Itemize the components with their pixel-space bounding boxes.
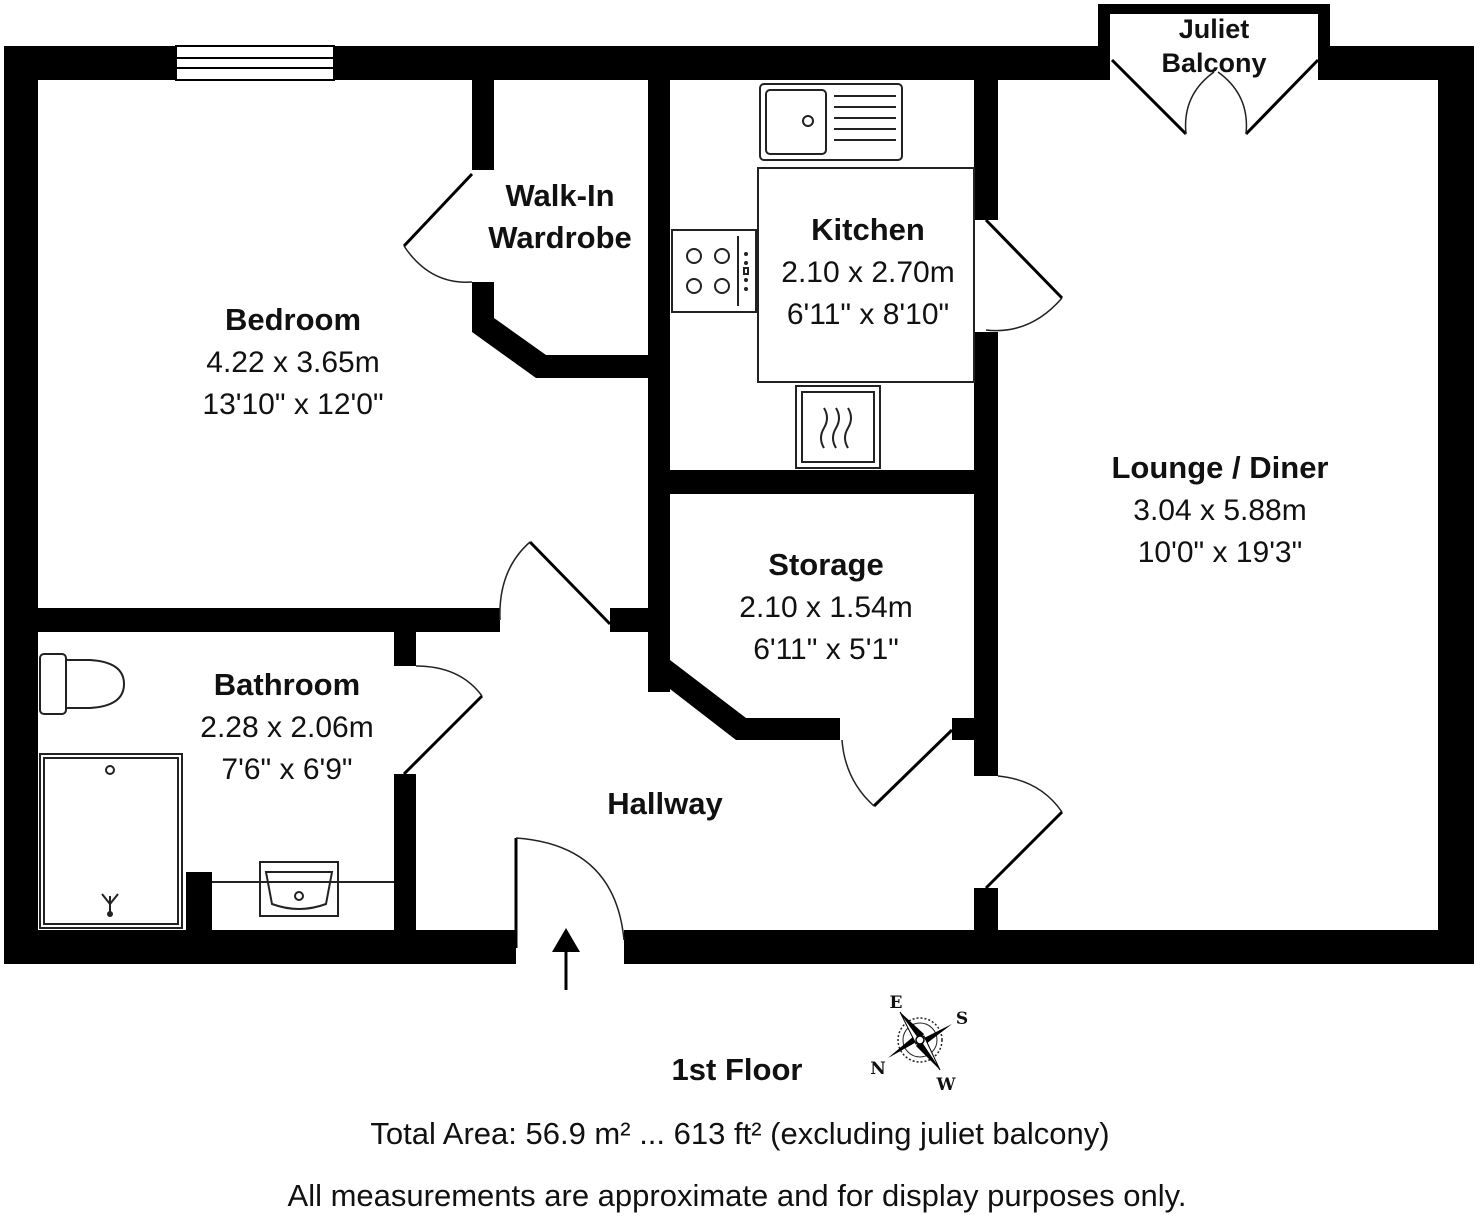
svg-text:Bathroom: Bathroom [214,667,360,702]
svg-text:S: S [956,1009,968,1029]
bathroom-label: Bathroom 2.28 x 2.06m 7'6" x 6'9" [200,667,373,786]
doors [402,172,1064,948]
svg-text:E: E [890,993,903,1013]
svg-text:Storage: Storage [768,547,883,582]
svg-text:W: W [935,1075,956,1095]
svg-text:6'11" x 8'10": 6'11" x 8'10" [787,298,949,331]
disclaimer-text: All measurements are approximate and for… [288,1178,1187,1213]
lounge-label: Lounge / Diner 3.04 x 5.88m 10'0" x 19'3… [1112,450,1329,569]
svg-text:Balcony: Balcony [1161,48,1266,78]
internal-walls [38,80,998,934]
juliet-balcony [1098,4,1330,136]
svg-text:Kitchen: Kitchen [811,212,925,247]
svg-text:4.22 x 3.65m: 4.22 x 3.65m [206,346,379,379]
bedroom-window [175,45,335,81]
kitchen-label: Kitchen 2.10 x 2.70m 6'11" x 8'10" [781,212,954,331]
svg-text:Walk-In: Walk-In [505,178,614,213]
boiler-icon [795,385,881,469]
wardrobe-label: Walk-In Wardrobe [488,178,632,255]
balcony-label: Juliet Balcony [1161,14,1266,78]
svg-text:10'0" x 19'3": 10'0" x 19'3" [1138,536,1303,569]
entrance-arrow-icon [552,928,580,990]
svg-text:Bedroom: Bedroom [225,302,361,337]
svg-text:Juliet: Juliet [1179,14,1250,44]
svg-text:Wardrobe: Wardrobe [488,220,632,255]
bedroom-label: Bedroom 4.22 x 3.65m 13'10" x 12'0" [202,302,383,421]
hallway-label: Hallway [607,786,723,821]
svg-text:6'11" x 5'1": 6'11" x 5'1" [753,633,899,666]
svg-text:2.10 x 2.70m: 2.10 x 2.70m [781,256,954,289]
basin-icon [212,861,394,917]
svg-text:Lounge / Diner: Lounge / Diner [1112,450,1329,485]
svg-text:2.28 x 2.06m: 2.28 x 2.06m [200,711,373,744]
svg-text:N: N [870,1059,886,1079]
hob-icon [671,229,757,313]
shower-icon [39,753,183,929]
floor-title: 1st Floor [672,1052,803,1087]
toilet-icon [39,653,126,715]
svg-text:3.04 x 5.88m: 3.04 x 5.88m [1133,494,1306,527]
svg-text:7'6" x 6'9": 7'6" x 6'9" [221,753,352,786]
svg-text:13'10" x 12'0": 13'10" x 12'0" [202,388,383,421]
outer-walls [4,46,1474,964]
compass-icon: E S N W [870,993,968,1095]
svg-text:2.10 x 1.54m: 2.10 x 1.54m [739,591,912,624]
total-area-text: Total Area: 56.9 m² ... 613 ft² (excludi… [370,1116,1109,1151]
kitchen-counter [757,167,975,383]
kitchen-sink-icon [759,83,903,161]
storage-label: Storage 2.10 x 1.54m 6'11" x 5'1" [739,547,912,666]
